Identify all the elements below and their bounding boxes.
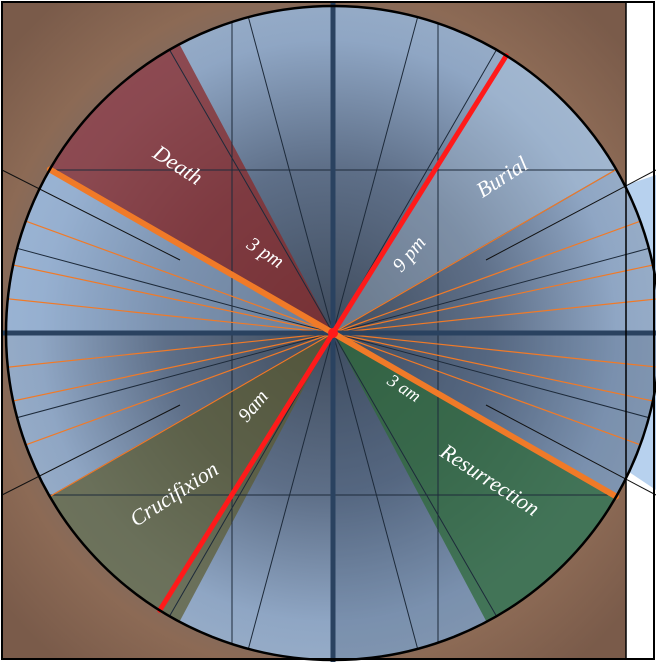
orange-ray xyxy=(40,332,334,503)
thin-ray xyxy=(7,332,334,421)
orange-ray xyxy=(332,332,650,449)
orange-ray xyxy=(6,332,334,404)
thin-ray xyxy=(245,332,334,659)
sector-left-sky xyxy=(6,167,333,333)
thin-ray xyxy=(332,332,502,626)
line-3pm xyxy=(46,166,336,336)
outer-diagonal xyxy=(1,404,181,496)
orange-ray xyxy=(332,262,656,334)
sector-crucifixion xyxy=(45,333,334,627)
outer-diagonal xyxy=(485,404,656,496)
orange-ray xyxy=(16,217,334,334)
line-9pm xyxy=(330,53,509,336)
orange-ray xyxy=(6,332,334,369)
orange-ray xyxy=(6,297,334,334)
orange-ray xyxy=(16,332,334,449)
orange-ray xyxy=(332,332,656,369)
thick-hour-lines xyxy=(46,53,620,613)
sector-resurrection xyxy=(333,333,621,627)
orange-ray xyxy=(332,163,626,334)
thin-ray xyxy=(332,245,656,334)
orange-ray xyxy=(332,332,656,404)
sector-wedges xyxy=(6,39,656,660)
thin-ray xyxy=(332,332,421,659)
line-9am xyxy=(157,330,336,613)
orange-ray xyxy=(332,217,650,334)
thin-ray xyxy=(164,40,334,334)
sector-burial xyxy=(333,51,621,334)
center-dot xyxy=(328,328,338,338)
thin-ray xyxy=(332,332,656,421)
outer-diagonal xyxy=(1,169,181,261)
outer-diagonals xyxy=(1,169,656,496)
orange-ray xyxy=(332,297,656,334)
sector-death xyxy=(45,39,334,334)
outer-diagonal xyxy=(485,169,656,261)
line-3am xyxy=(330,330,620,500)
thin-ray xyxy=(7,245,334,334)
orange-ray xyxy=(6,262,334,334)
